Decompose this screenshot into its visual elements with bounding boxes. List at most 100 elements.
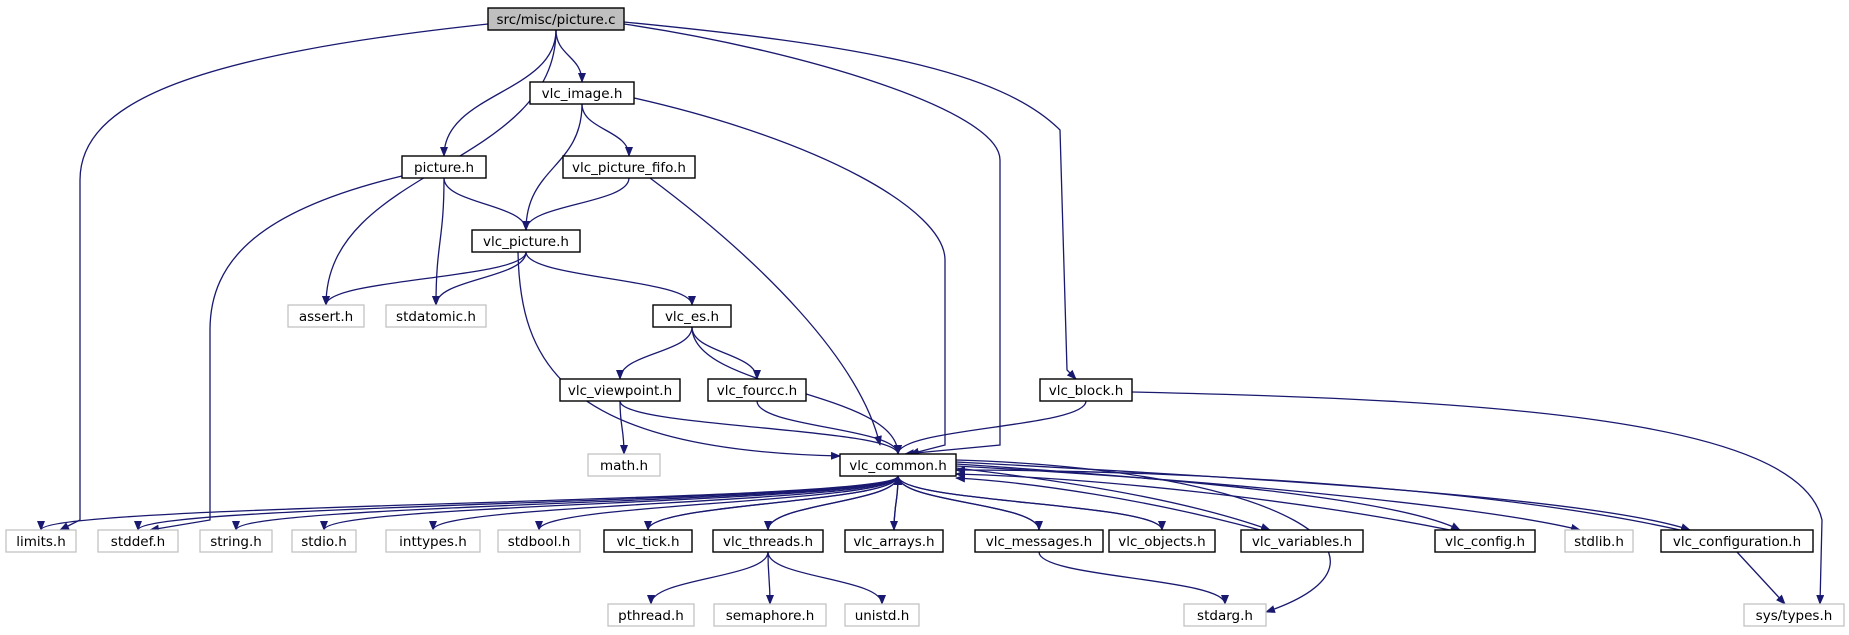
node-vlc-viewpoint-h[interactable]: vlc_viewpoint.h [559,378,681,402]
edge-picture_c-to-vlc_common_h [623,23,1001,458]
node-label: vlc_fourcc.h [717,383,797,399]
node-box [1039,378,1133,402]
node-inttypes-h: inttypes.h [385,529,481,553]
edge-vlc_configuration_h-to-sys_types_h [1736,551,1786,605]
node-picture-c[interactable]: src/misc/picture.c [487,7,625,31]
node-stdlib-h: stdlib.h [1564,529,1634,553]
edge-vlc_variables_h-to-vlc_common_h [955,474,1261,531]
edge-vlc_block_h-to-sys_types_h [1131,391,1825,605]
node-label: vlc_block.h [1049,383,1124,399]
edge-vlc_picture_h-to-stdatomic_h [432,251,527,306]
node-string-h: string.h [199,529,273,553]
node-box [1240,529,1364,553]
node-box [5,529,77,553]
edge-vlc_viewpoint_h-to-math_h [619,400,628,455]
edge-vlc_threads_h-to-vlc_common_h [767,475,902,531]
node-vlc-tick-h[interactable]: vlc_tick.h [603,529,693,553]
node-label: vlc_picture.h [483,234,569,250]
node-label: math.h [600,458,648,474]
node-stdbool-h: stdbool.h [497,529,581,553]
node-vlc-threads-h[interactable]: vlc_threads.h [712,529,824,553]
edge-vlc_tick_h-to-vlc_common_h [647,475,902,531]
edge-vlc_common_h-to-limits_h [37,475,899,531]
node-stdarg-h: stdarg.h [1183,603,1267,627]
node-vlc-arrays-h[interactable]: vlc_arrays.h [844,529,944,553]
edge-vlc_common_h-to-stdbool_h [535,475,899,531]
edge-picture_c-to-limits_h [59,23,489,531]
node-vlc-configuration-h[interactable]: vlc_configuration.h [1660,529,1814,553]
edge-picture_h-to-stdatomic_h [432,177,445,306]
edge-vlc_image_h-to-vlc_common_h [633,97,946,456]
edge-vlc_viewpoint_h-to-vlc_common_h [619,400,902,455]
node-vlc-block-h[interactable]: vlc_block.h [1039,378,1133,402]
node-box [712,529,824,553]
edge-vlc_configuration_h-to-vlc_common_h [955,466,1681,531]
edge-vlc_messages_h-to-vlc_common_h [894,475,1040,531]
edge-picture_c-to-vlc_block_h [623,21,1077,380]
node-box [529,81,635,105]
node-box [607,603,695,627]
node-vlc-es-h[interactable]: vlc_es.h [652,304,732,328]
node-vlc-picture-h[interactable]: vlc_picture.h [471,229,581,253]
edge-picture_c-to-picture_h [440,29,557,157]
node-vlc-config-h[interactable]: vlc_config.h [1434,529,1536,553]
node-vlc-common-h[interactable]: vlc_common.h [839,453,957,477]
edge-vlc_image_h-to-vlc_picture_h [522,103,583,231]
node-label: assert.h [299,309,353,325]
edge-picture_h-to-stddef_h [149,175,403,533]
edge-vlc_common_h-to-stdio_h [320,475,899,531]
node-vlc-picture-fifo-h[interactable]: vlc_picture_fifo.h [562,155,696,179]
node-vlc-fourcc-h[interactable]: vlc_fourcc.h [707,378,807,402]
node-box [974,529,1104,553]
node-box [497,529,581,553]
edge-vlc_picture_h-to-vlc_es_h [525,251,696,306]
node-limits-h: limits.h [5,529,77,553]
node-label: vlc_picture_fifo.h [572,160,686,176]
node-box [487,7,625,31]
node-label: inttypes.h [399,534,467,550]
edge-vlc_common_h-to-stddef_h [134,475,899,531]
node-label: vlc_viewpoint.h [568,383,672,399]
node-vlc-image-h[interactable]: vlc_image.h [529,81,635,105]
node-label: vlc_config.h [1445,534,1525,550]
node-box [199,529,273,553]
node-stddef-h: stddef.h [97,529,179,553]
node-label: vlc_threads.h [723,534,813,550]
node-label: vlc_tick.h [616,534,679,550]
node-picture-h[interactable]: picture.h [401,155,487,179]
node-box [559,378,681,402]
node-label: vlc_arrays.h [853,534,934,550]
node-label: stdbool.h [508,534,571,550]
node-box [844,603,920,627]
node-label: stdatomic.h [396,309,476,325]
node-vlc-messages-h[interactable]: vlc_messages.h [974,529,1104,553]
node-box [603,529,693,553]
node-vlc-objects-h[interactable]: vlc_objects.h [1108,529,1216,553]
edge-vlc_common_h-to-string_h [232,475,899,531]
edge-vlc_objects_h-to-vlc_common_h [894,475,1163,531]
edge-vlc_fourcc_h-to-vlc_common_h [756,400,902,455]
edge-vlc_arrays_h-to-vlc_common_h [893,475,902,531]
node-box [1108,529,1216,553]
node-box [562,155,696,179]
node-box [471,229,581,253]
edge-vlc_common_h-to-vlc_variables_h [955,467,1271,531]
edge-vlc_es_h-to-vlc_viewpoint_h [616,326,693,380]
node-unistd-h: unistd.h [844,603,920,627]
node-box [97,529,179,553]
node-box [1434,529,1536,553]
node-label: vlc_variables.h [1252,534,1352,550]
edge-vlc_picture_fifo_h-to-vlc_common_h [649,177,882,446]
node-label: vlc_common.h [849,458,947,474]
node-box [1743,603,1845,627]
edge-vlc_es_h-to-vlc_fourcc_h [691,326,761,380]
edge-vlc_threads_h-to-semaphore_h [765,551,774,605]
node-box [652,304,732,328]
edge-vlc_picture_h-to-assert_h [322,251,527,306]
node-vlc-variables-h[interactable]: vlc_variables.h [1240,529,1364,553]
node-box [401,155,487,179]
node-label: pthread.h [618,608,684,624]
edge-vlc_config_h-to-vlc_common_h [955,470,1451,531]
node-label: stdlib.h [1574,534,1624,550]
